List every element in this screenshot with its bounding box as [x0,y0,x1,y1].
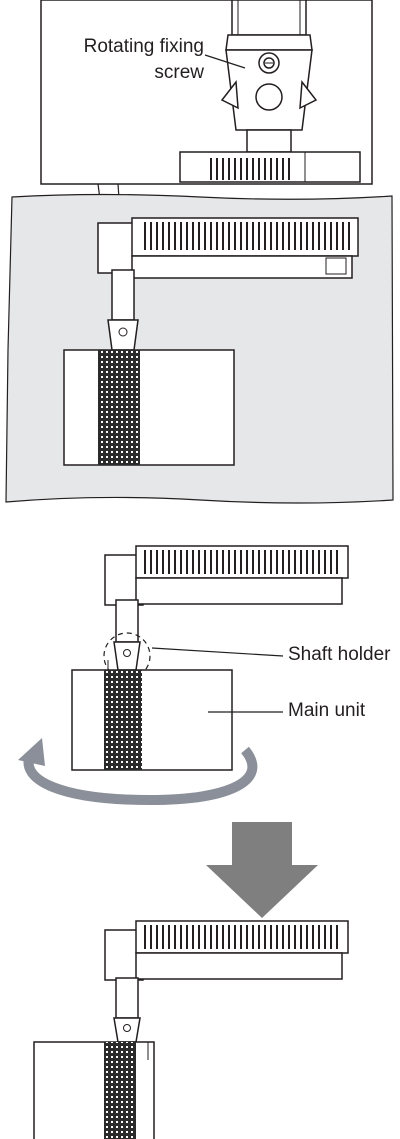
curved-rotation-arrow-icon [18,738,258,806]
main-unit-label: Main unit [288,700,366,721]
main-unit-top [63,349,235,466]
fixture-rotation-view [18,545,349,806]
fixture-rotated-view [33,920,349,1139]
lighting-track-top [97,217,359,351]
rotating-fixing-screw-label-line2: screw [154,62,204,83]
rotating-fixing-screw-label-line1: Rotating fixing [83,36,204,57]
vent-fins [206,158,290,180]
down-arrow-icon [206,822,318,918]
shaft-holder-label: Shaft holder [288,644,391,665]
closeup-callout [40,0,373,185]
rotating-fixing-screw [258,52,280,74]
